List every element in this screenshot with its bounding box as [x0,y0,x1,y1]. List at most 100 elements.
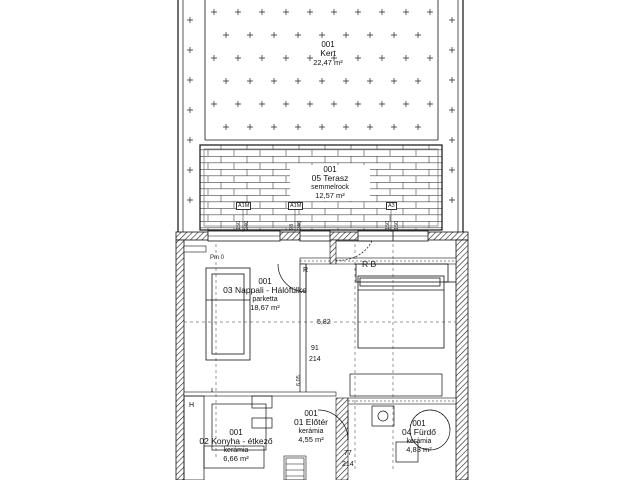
grass-mark [223,32,229,38]
stair [285,457,305,480]
grass-mark [223,124,229,130]
grass-mark [449,47,455,53]
room-label-furdo: 001 04 Fürdő kerámia 4,83 m² [394,419,444,455]
height-label: 5,82 [317,319,331,326]
grass-mark [355,101,361,107]
dimension-label: 150 [394,220,400,230]
room-name: 05 Terasz [311,173,349,184]
grass-mark [331,101,337,107]
grass-mark [211,9,217,15]
grass-mark [449,167,455,173]
grass-mark [379,55,385,61]
room-name: 02 Konyha - étkező [199,436,273,447]
room-number: 001 [323,165,337,174]
grass-mark [235,9,241,15]
room-number: 001 [412,419,426,428]
garden-boundary [177,0,464,232]
r-marker: R [303,267,309,274]
door-width-label: 91 [311,345,319,352]
grass-mark [355,9,361,15]
grass-mark [247,124,253,130]
grass-mark [283,101,289,107]
grass-mark [379,101,385,107]
grass-mark [343,78,349,84]
room-label-terasz: 001 05 Terasz semmelrock 12,57 m² [290,165,370,201]
grass-mark [427,101,433,107]
dimension-label: 240 [244,220,250,230]
grass-mark [343,32,349,38]
room-area: 12,57 m² [315,191,345,200]
grass-mark [449,17,455,23]
sofa [205,267,251,361]
dimension-label: 150 [385,220,391,230]
grass-mark [355,55,361,61]
grass-mark [307,55,313,61]
room-material: parketta [252,295,278,303]
grass-mark [259,55,265,61]
room-name: 01 Előtér [293,417,329,428]
grass-mark [235,55,241,61]
grass-mark [403,9,409,15]
grass-mark [391,78,397,84]
grass-mark [283,9,289,15]
grass-mark [247,78,253,84]
grass-mark [319,32,325,38]
rb-marker: R B [362,259,377,269]
room-number: 001 [304,409,318,418]
room-area: 18,67 m² [250,303,280,312]
grass-mark [449,107,455,113]
door-height-label: 214 [309,356,321,363]
room-name: 03 Nappali - Hálófülke [223,285,307,296]
grass-mark [427,55,433,61]
room-label-eloter: 001 01 Előtér kerámia 4,55 m² [286,409,336,445]
exterior-walls [175,230,469,480]
room-name: 04 Fürdő [401,427,437,438]
grass-mark [403,55,409,61]
room-number: 001 [258,277,272,286]
grass-mark [415,78,421,84]
grass-mark [259,9,265,15]
room-area: 6,66 m² [223,454,249,463]
grass-mark [415,32,421,38]
grass-mark [415,124,421,130]
wardrobe [349,373,443,397]
grass-mark [307,9,313,15]
grass-mark [449,77,455,83]
grass-mark [367,32,373,38]
grass-mark [367,124,373,130]
room-number: 001 [321,40,335,49]
door-width-label: 77 [344,450,352,457]
grass-mark [187,197,193,203]
bathroom-fixtures [371,405,451,463]
door-swings [277,240,373,441]
room-label-nappali: 001 03 Nappali - Hálófülke parketta 18,6… [205,277,325,313]
dimension-label: 240 [297,220,303,230]
grass-mark [295,124,301,130]
grass-mark [391,124,397,130]
grass-mark [283,55,289,61]
window-tag: A1M [288,202,304,210]
grass-mark [367,78,373,84]
grass-mark [211,101,217,107]
grass-mark [187,107,193,113]
window-tag: A1M [236,202,252,210]
grass-mark [271,124,277,130]
grass-mark [271,78,277,84]
grass-mark [343,124,349,130]
grass-mark [295,32,301,38]
grass-mark [391,32,397,38]
room-material: kerámia [223,446,249,454]
room-label-konyha: 001 02 Konyha - étkező kerámia 6,66 m² [190,428,282,464]
reference-lines [184,244,456,470]
grass-mark [449,137,455,143]
grass-mark [379,9,385,15]
grass-mark [319,78,325,84]
room-area: 4,83 m² [406,445,432,454]
grass-mark [331,55,337,61]
grass-mark [307,101,313,107]
grass-mark [235,101,241,107]
grass-mark [187,17,193,23]
grass-mark [427,9,433,15]
dimension-label: 150 [236,220,242,230]
grass-mark [223,78,229,84]
